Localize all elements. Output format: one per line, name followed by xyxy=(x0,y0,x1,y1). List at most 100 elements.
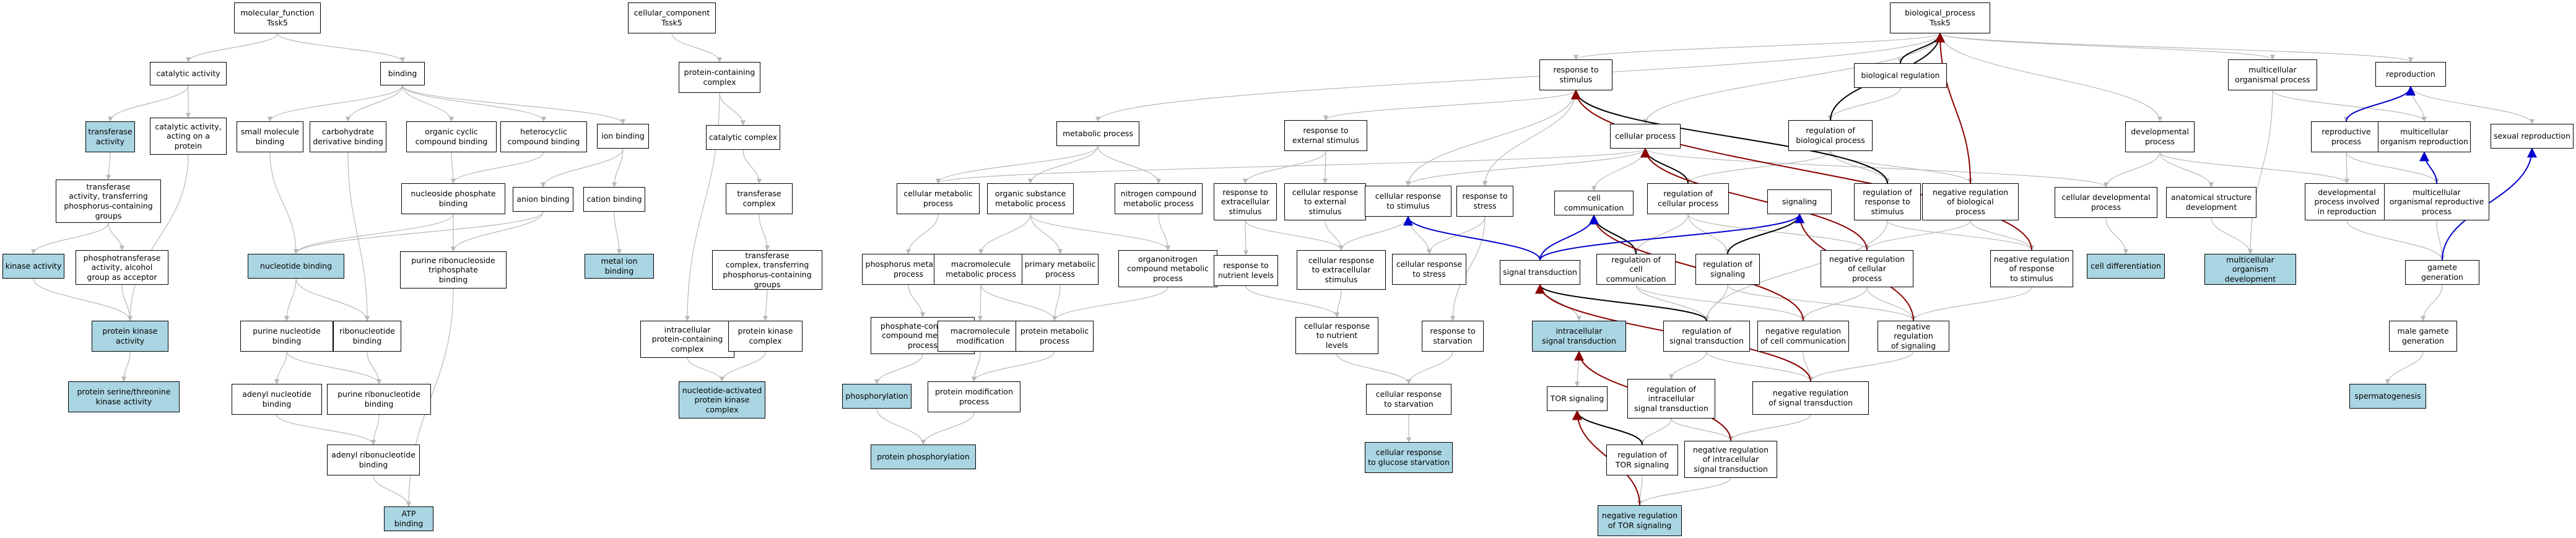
node-anion[interactable]: anion binding xyxy=(513,187,573,212)
node-negregintra[interactable]: negative regulation of intracellular sig… xyxy=(1684,441,1777,478)
node-catcomp[interactable]: catalytic complex xyxy=(706,125,780,150)
node-pcc[interactable]: protein-containing complex xyxy=(679,62,760,93)
node-negregsigtrans[interactable]: negative regulation of signal transducti… xyxy=(1752,381,1869,415)
node-cat[interactable]: catalytic activity xyxy=(150,62,227,85)
node-atp[interactable]: ATP binding xyxy=(384,506,433,531)
node-carb[interactable]: carbohydrate derivative binding xyxy=(310,121,386,152)
node-negregcomm[interactable]: negative regulation of cell communicatio… xyxy=(1757,321,1849,352)
node-celldiff[interactable]: cell differentiation xyxy=(2087,254,2165,279)
node-regsigtrans[interactable]: regulation of signal transduction xyxy=(1663,321,1750,352)
node-crtstress[interactable]: cellular response to stress xyxy=(1392,254,1466,285)
node-regrts[interactable]: regulation of response to stimulus xyxy=(1854,183,1921,220)
node-mop[interactable]: multicellular organismal process xyxy=(2228,59,2317,90)
node-bp[interactable]: biological_process Tssk5 xyxy=(1890,2,1990,33)
node-kinase[interactable]: kinase activity xyxy=(2,254,64,279)
node-signaling[interactable]: signaling xyxy=(1767,189,1832,214)
node-phosph[interactable]: phosphorylation xyxy=(842,384,912,409)
node-devrepro[interactable]: developmental process involved in reprod… xyxy=(2305,183,2389,220)
node-phosphotrans[interactable]: phosphotransferase activity, alcohol gro… xyxy=(76,250,168,285)
node-metab[interactable]: metabolic process xyxy=(1056,121,1139,146)
node-smb[interactable]: small molecule binding xyxy=(237,121,303,152)
node-reproproc[interactable]: reproductive process xyxy=(2311,121,2382,152)
node-regtor[interactable]: regulation of TOR signaling xyxy=(1606,445,1678,475)
node-crtes[interactable]: cellular response to external stimulus xyxy=(1284,183,1366,220)
node-binding[interactable]: binding xyxy=(380,62,425,85)
node-regcomm[interactable]: regulation of cell communication xyxy=(1596,254,1676,285)
node-pkcomp[interactable]: protein kinase complex xyxy=(728,321,803,352)
node-negregtor[interactable]: negative regulation of TOR signaling xyxy=(1598,505,1682,536)
node-rtstarv[interactable]: response to starvation xyxy=(1422,321,1484,352)
node-mcrp[interactable]: multicellular organismal reproductive pr… xyxy=(2384,183,2489,220)
node-prn_tri[interactable]: purine ribonucleoside triphosphate bindi… xyxy=(400,251,507,289)
node-protmod[interactable]: protein modification process xyxy=(928,381,1020,412)
node-ion[interactable]: ion binding xyxy=(597,124,649,149)
node-cation[interactable]: cation binding xyxy=(583,187,645,212)
node-cc[interactable]: cellular_component Tssk5 xyxy=(628,2,716,33)
node-cmp[interactable]: cellular metabolic process xyxy=(897,183,980,214)
node-trans_phos[interactable]: transferase activity, transferring phosp… xyxy=(56,180,161,223)
node-intrasig[interactable]: intracellular signal transduction xyxy=(1532,321,1626,352)
node-purribo[interactable]: purine ribonucleotide binding xyxy=(327,384,431,415)
node-rtnut[interactable]: response to nutrient levels xyxy=(1214,255,1278,286)
node-protmp[interactable]: protein metabolic process xyxy=(1016,321,1094,352)
node-rtextra[interactable]: response to extracellular stimulus xyxy=(1214,183,1277,220)
node-sigtrans[interactable]: signal transduction xyxy=(1500,260,1580,285)
node-cellcomm[interactable]: cell communication xyxy=(1554,191,1634,215)
node-tor[interactable]: TOR signaling xyxy=(1547,386,1608,411)
node-repro[interactable]: reproduction xyxy=(2375,62,2446,87)
node-spermato[interactable]: spermatogenesis xyxy=(2349,384,2426,409)
node-negregcp[interactable]: negative regulation of cellular process xyxy=(1821,250,1913,287)
node-negregsig[interactable]: negative regulation of signaling xyxy=(1878,321,1949,352)
node-regsig[interactable]: regulation of signaling xyxy=(1695,254,1760,285)
node-rtstress[interactable]: response to stress xyxy=(1456,186,1513,217)
node-crtextra[interactable]: cellular response to extracellular stimu… xyxy=(1297,250,1386,290)
node-adenylribo[interactable]: adenyl ribonucleotide binding xyxy=(327,445,420,475)
node-macromod[interactable]: macromolecule modification xyxy=(938,321,1023,352)
node-adenyl[interactable]: adenyl nucleotide binding xyxy=(232,384,322,415)
node-pstk[interactable]: protein serine/threonine kinase activity xyxy=(68,381,180,412)
node-crtnut[interactable]: cellular response to nutrient levels xyxy=(1295,317,1378,354)
node-mcorgdev[interactable]: multicellular organism development xyxy=(2204,254,2296,285)
node-macromp[interactable]: macromolecule metabolic process xyxy=(934,254,1028,285)
edge-malegam-to-spermato xyxy=(2385,351,2424,384)
node-mcrepro[interactable]: multicellular organism reproduction xyxy=(2378,121,2471,152)
node-pk[interactable]: protein kinase activity xyxy=(92,321,168,352)
node-crtglu[interactable]: cellular response to glucose starvation xyxy=(1365,442,1453,473)
node-sexrepro[interactable]: sexual reproduction xyxy=(2491,124,2574,149)
node-metal[interactable]: metal ion binding xyxy=(585,254,654,279)
node-breg[interactable]: biological regulation xyxy=(1854,63,1947,88)
node-intra_pcc[interactable]: intracellular protein-containing complex xyxy=(640,321,734,358)
node-protphos[interactable]: protein phosphorylation xyxy=(871,445,976,469)
node-regcp[interactable]: regulation of cellular process xyxy=(1647,183,1729,214)
node-malegam[interactable]: male gamete generation xyxy=(2389,321,2457,352)
node-ocyc[interactable]: organic cyclic compound binding xyxy=(406,121,497,152)
node-osmp[interactable]: organic substance metabolic process xyxy=(987,183,1074,214)
node-transcomp_phos[interactable]: transferase complex, transferring phosph… xyxy=(712,250,822,290)
node-devproc[interactable]: developmental process xyxy=(2125,121,2195,152)
node-orgnit[interactable]: organonitrogen compound metabolic proces… xyxy=(1118,250,1217,287)
node-mf[interactable]: molecular_function Tssk5 xyxy=(234,2,321,33)
node-negregbp[interactable]: negative regulation of biological proces… xyxy=(1922,183,2019,220)
node-hcyc[interactable]: heterocyclic compound binding xyxy=(500,121,587,152)
node-crts[interactable]: cellular response to stimulus xyxy=(1365,186,1451,217)
node-nucb[interactable]: nucleotide binding xyxy=(248,254,344,279)
node-nucphos[interactable]: nucleoside phosphate binding xyxy=(401,183,505,214)
node-regbp[interactable]: regulation of biological process xyxy=(1788,120,1873,151)
node-purnuc[interactable]: purine nucleotide binding xyxy=(240,321,333,352)
node-trans[interactable]: transferase activity xyxy=(85,121,135,152)
node-cata_prot[interactable]: catalytic activity, acting on a protein xyxy=(150,118,227,155)
node-regintra[interactable]: regulation of intracellular signal trans… xyxy=(1627,379,1715,419)
node-nucact[interactable]: nucleotide-activated protein kinase comp… xyxy=(679,381,765,419)
node-primary[interactable]: primary metabolic process xyxy=(1022,254,1099,285)
node-rtes[interactable]: response to external stimulus xyxy=(1284,120,1367,151)
node-cellproc[interactable]: cellular process xyxy=(1610,124,1681,149)
node-ribonuc[interactable]: ribonucleotide binding xyxy=(333,321,401,352)
node-ncmp[interactable]: nitrogen compound metabolic process xyxy=(1115,183,1203,214)
node-rts[interactable]: response to stimulus xyxy=(1539,59,1612,90)
node-crtstarv[interactable]: cellular response to starvation xyxy=(1366,384,1451,415)
node-anatdev[interactable]: anatomical structure development xyxy=(2166,187,2256,218)
node-transcomp[interactable]: transferase complex xyxy=(726,183,793,214)
node-celldev[interactable]: cellular developmental process xyxy=(2055,187,2157,218)
node-gamgen[interactable]: gamete generation xyxy=(2405,260,2479,285)
node-negregrts[interactable]: negative regulation of response to stimu… xyxy=(1990,250,2073,287)
